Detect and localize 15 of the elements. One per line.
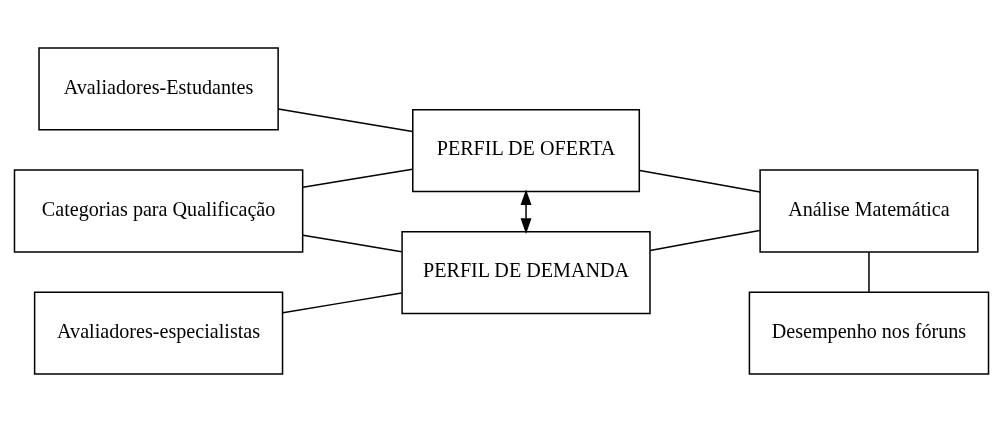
connector <box>282 291 403 313</box>
connector <box>277 107 414 132</box>
connector <box>868 250 870 293</box>
node-box: PERFIL DE DEMANDA <box>401 230 651 314</box>
node-box: Avaliadores-especialistas <box>33 290 284 375</box>
node-box: Categorias para Qualificação <box>13 168 304 253</box>
connector <box>302 167 414 188</box>
connector <box>649 229 761 251</box>
arrow <box>520 188 532 234</box>
node-box: Avaliadores-Estudantes <box>38 46 279 131</box>
connector <box>302 233 403 253</box>
node-box: PERFIL DE OFERTA <box>412 108 641 192</box>
connector <box>638 169 761 193</box>
node-box: Desempenho nos fóruns <box>748 290 990 375</box>
node-box: Análise Matemática <box>759 168 979 253</box>
